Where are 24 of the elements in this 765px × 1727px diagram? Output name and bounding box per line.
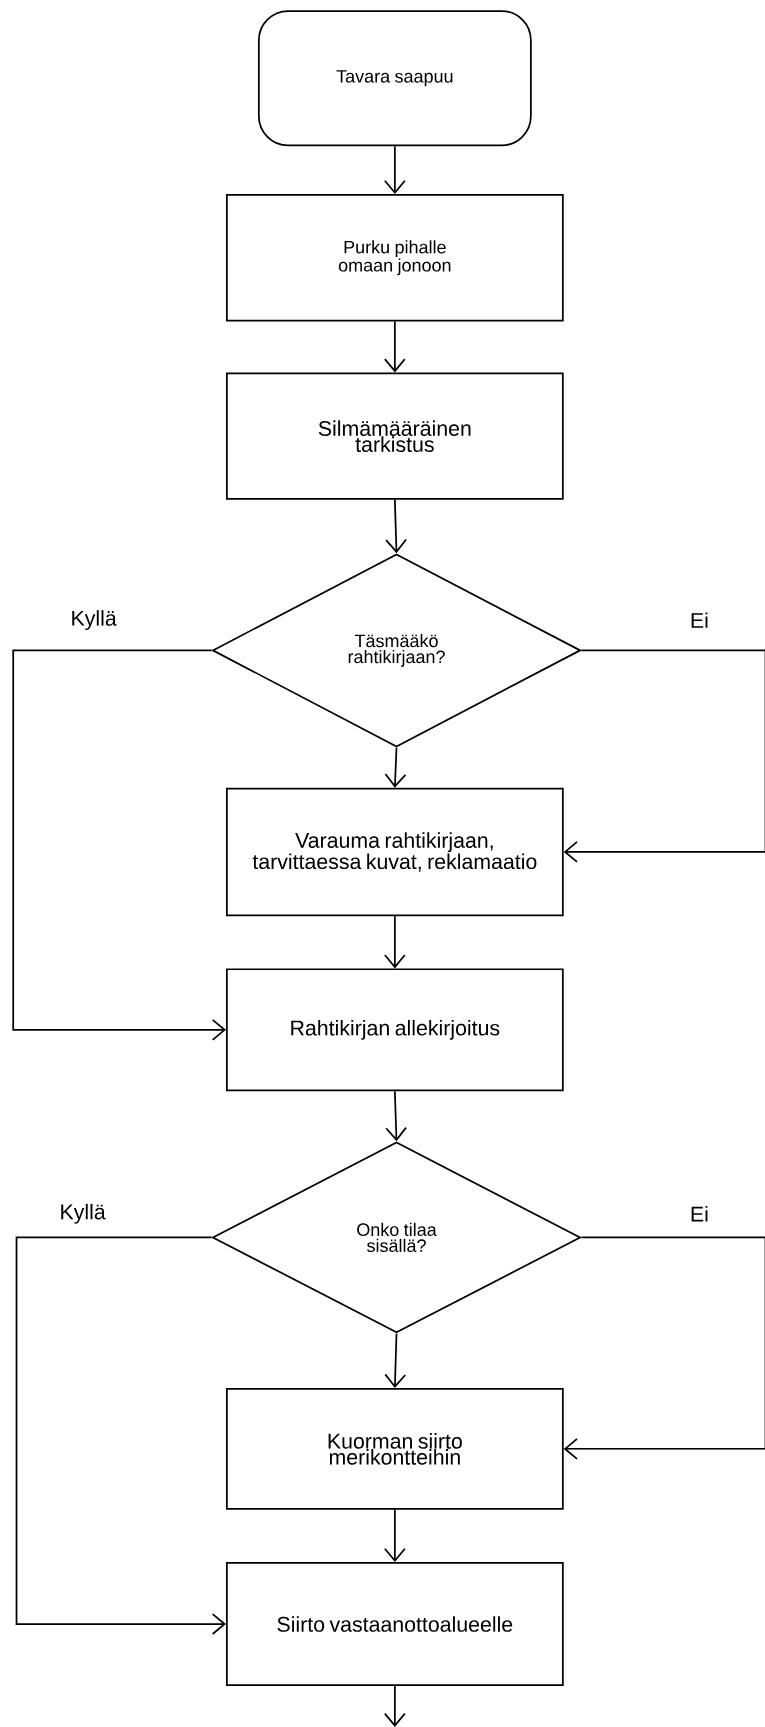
edge-label: Kyllä	[61, 1203, 106, 1224]
arrow	[12, 649, 226, 1041]
arrow	[383, 320, 406, 373]
arrow	[383, 1685, 406, 1727]
edge-label: Ei	[691, 1206, 708, 1222]
process-box: Kuorman siirto merikontteihin	[225, 1388, 564, 1510]
arrow	[383, 915, 406, 969]
process-box: Siirto vastaanottoalueelle	[225, 1562, 564, 1687]
start-box: Tavara saapuu	[257, 10, 532, 147]
process-box: Varauma rahtikirjaan, tarvittaessa kuvat, reklamaatio	[225, 787, 564, 917]
edge-label: Kyllä	[72, 610, 117, 631]
arrow	[15, 1236, 226, 1635]
process-box: Rahtikirjan allekirjoitus	[225, 968, 564, 1092]
arrow	[383, 145, 406, 195]
process-box: Silmämääräinen tarkistus	[225, 372, 564, 500]
arrow	[385, 498, 407, 554]
arrow	[563, 649, 765, 863]
arrow	[384, 1332, 406, 1389]
arrow	[384, 746, 407, 788]
arrow	[563, 1236, 765, 1460]
process-box: Purku pihalle omaan jonoon	[225, 194, 564, 322]
arrow	[383, 1508, 406, 1563]
edge-label: Ei	[691, 612, 708, 628]
arrow	[385, 1090, 407, 1142]
